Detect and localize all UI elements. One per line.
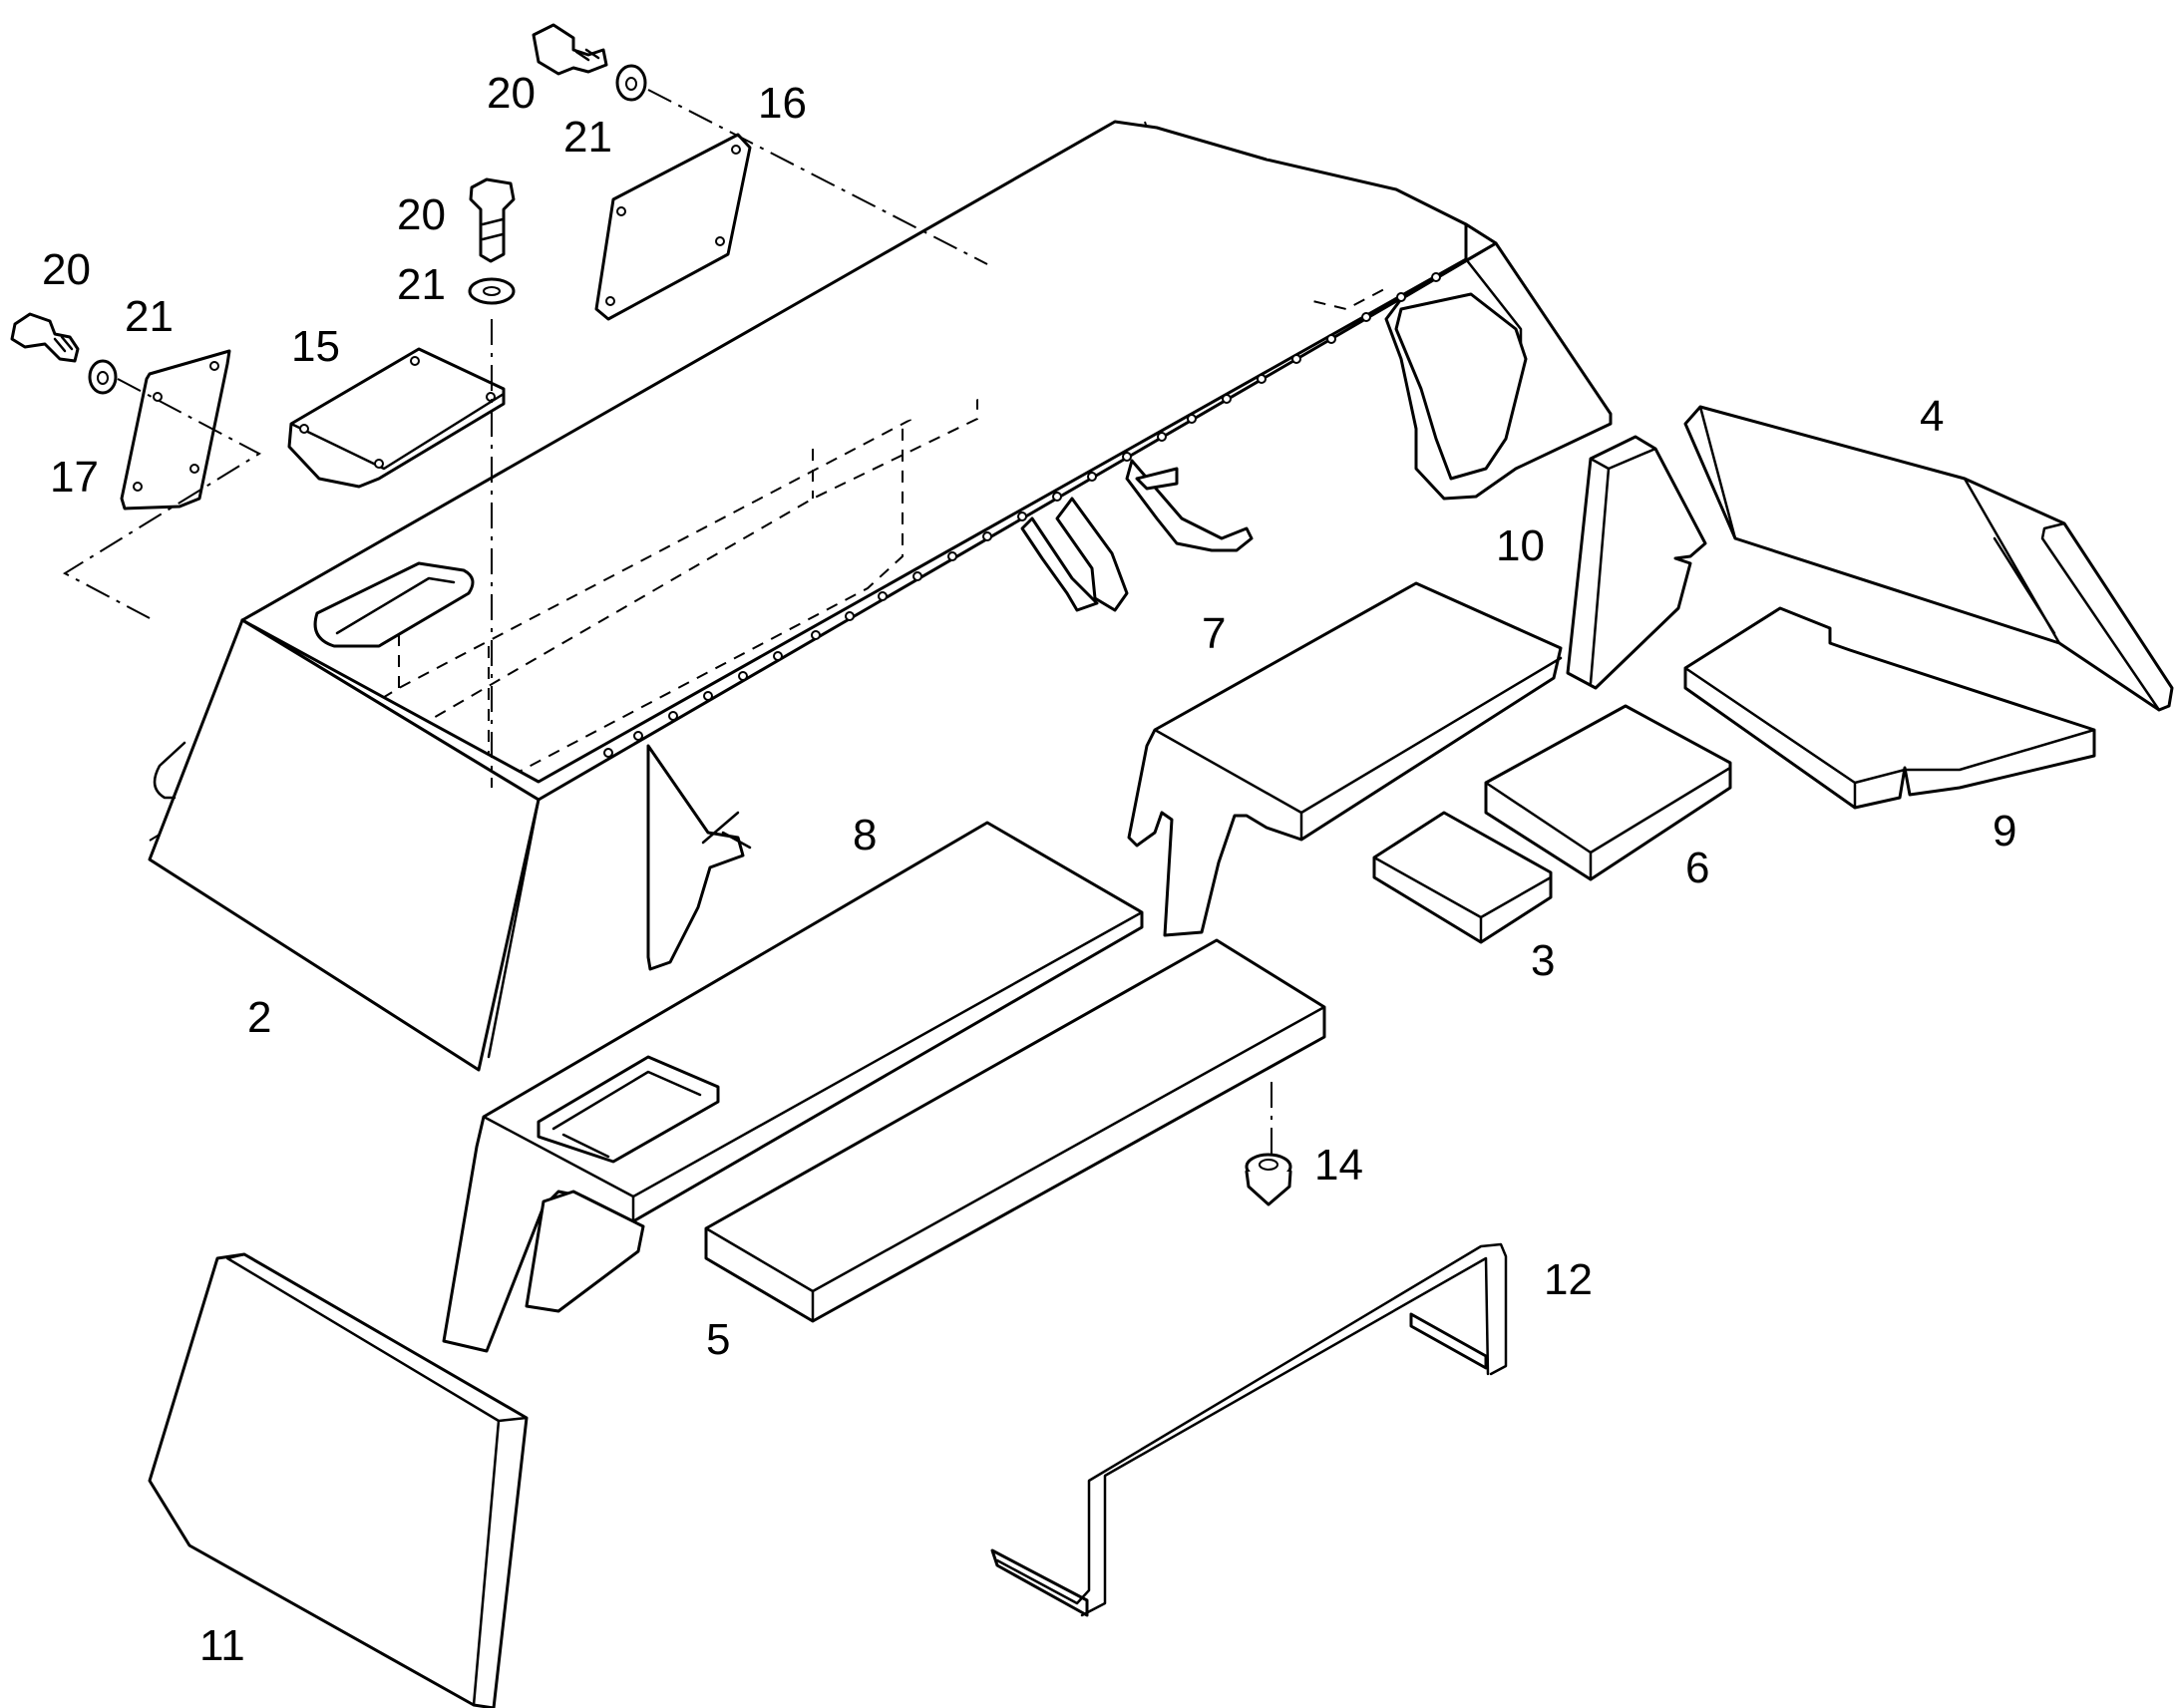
hook-a [1055,497,1129,612]
side-bracket-left [646,744,745,971]
callout-3: 3 [1531,936,1555,985]
callout-20-left: 20 [42,245,91,294]
callout-10: 10 [1496,521,1545,570]
hook-c-tab [1135,467,1179,491]
callout-21-left: 21 [125,292,174,341]
part-15-plate-centre [287,347,506,489]
callout-9: 9 [1993,807,2016,855]
housing-bail [153,741,186,800]
callout-7: 7 [1202,609,1226,658]
callout-16: 16 [758,79,807,128]
callout-20-mid: 20 [397,190,446,239]
callout-20-top: 20 [487,69,536,118]
callouts: 2 3 4 5 6 7 8 9 10 11 12 14 15 16 17 20 … [42,69,2016,1670]
part-16-plate-upper [594,133,752,321]
fastener-set-mid [468,177,516,305]
callout-2: 2 [247,993,271,1042]
callout-8: 8 [853,811,877,859]
bolt-20-mid [469,177,516,263]
part-8-main-step [442,821,1144,1353]
part-9-wedge-panel [1683,606,2096,810]
part-3-small-block [1372,811,1553,944]
housing-top-opening [313,561,475,648]
part-11-end-panel [148,1252,529,1708]
callout-12: 12 [1544,1255,1593,1304]
part-4-rear-panel [1683,405,2174,712]
callout-21-mid: 21 [397,260,446,309]
hook-b [1020,516,1099,612]
callout-11: 11 [199,1621,245,1670]
fastener-set-top [532,23,647,102]
bolt-20-top [532,23,608,76]
callout-21-top: 21 [563,113,612,162]
callout-14: 14 [1314,1141,1363,1190]
callout-4: 4 [1920,392,1944,441]
assembly-line-16 [647,89,988,265]
callout-5: 5 [706,1315,730,1364]
part-17-plate-left [120,349,231,511]
part-6-block [1484,704,1732,881]
hook-c [1125,459,1254,552]
fastener-set-left [10,312,118,395]
part-2-housing [148,120,1613,1072]
callout-15: 15 [291,322,340,371]
side-bracket-right [1394,292,1528,481]
assembly-line-17 [62,378,262,619]
bolt-20-left [10,312,80,363]
callout-17: 17 [50,453,99,502]
part-10-side-block [1566,435,1707,690]
callout-6: 6 [1685,844,1709,892]
housing-hole-row [603,272,1441,758]
part-14-clip [1245,1153,1292,1206]
part-7-step-top [1127,581,1563,937]
part-5-long-plank [704,938,1326,1323]
part-12-handle-bar [990,1242,1508,1617]
